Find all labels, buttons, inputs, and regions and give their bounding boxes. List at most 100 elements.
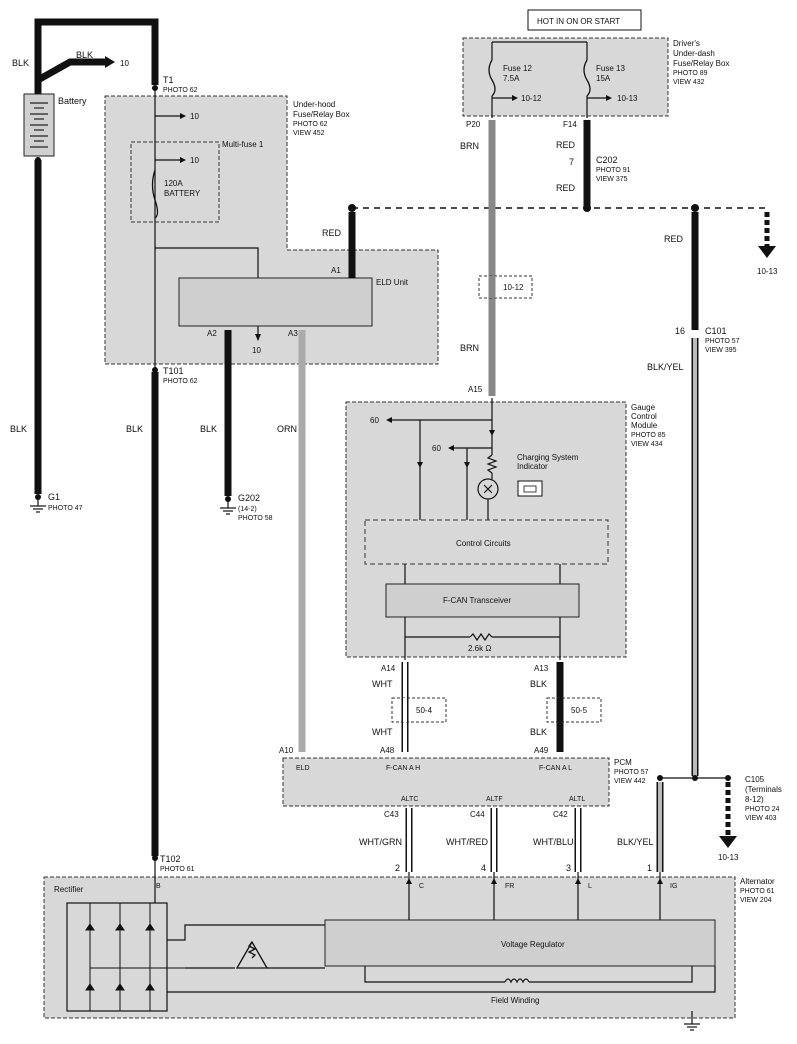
alternator-view: VIEW 204 [740, 897, 772, 904]
c202-connector: RED RED 7 C202 PHOTO 91 VIEW 375 [352, 120, 767, 212]
ground-g1-icon [30, 505, 46, 513]
pcm-pin-c44: C44 [470, 810, 485, 819]
wire-label-wht-red: WHT/RED [446, 837, 488, 847]
pcm-pin-c43: C43 [384, 810, 399, 819]
driver-fuse-box: HOT IN ON OR START Driver's Under-dash F… [462, 9, 729, 129]
pcm-photo: PHOTO 57 [614, 769, 649, 776]
pcm-pin-a49: A49 [534, 746, 549, 755]
fuse-12-name: Fuse 12 [503, 64, 532, 73]
terminal-t1-photo: PHOTO 62 [163, 87, 198, 94]
pcm-title: PCM [614, 758, 632, 767]
eld-pin-a1: A1 [331, 266, 341, 275]
fcan-transceiver-label: F-CAN Transceiver [443, 596, 511, 605]
wire-label-blk-t101: BLK [126, 424, 143, 434]
indicator-resistor-icon [486, 454, 498, 474]
pcm-altf: ALTF [486, 796, 503, 803]
control-circuits-label: Control Circuits [456, 539, 511, 548]
eld-unit: ELD Unit A1 A2 A3 RED BLK ORN BLK G202 (… [126, 204, 409, 856]
driver-box-title-4: PHOTO 89 [673, 70, 708, 77]
wire-label-red-c202-top: RED [556, 140, 576, 150]
indicator-label-2: Indicator [517, 462, 548, 471]
hot-label: HOT IN ON OR START [537, 17, 620, 26]
c101-name: C101 [705, 326, 727, 336]
c101-pin: 16 [675, 326, 685, 336]
c101-view: VIEW 395 [705, 347, 737, 354]
wire-label-brn-bottom: BRN [460, 343, 479, 353]
c101-photo: PHOTO 57 [705, 338, 740, 345]
pcm-altl: ALTL [569, 796, 585, 803]
ref-60-a: 60 [370, 416, 379, 425]
hot-label-box [527, 9, 642, 31]
gauge-title-2: Control [631, 412, 657, 421]
wire-label-wht-top: WHT [372, 679, 393, 689]
fcan-wires: WHT WHT 50-4 BLK BLK 50-5 [372, 662, 602, 752]
branch-page-ref: 10 [120, 59, 129, 68]
alternator-photo: PHOTO 61 [740, 888, 775, 895]
ground-g202-name: G202 [238, 493, 260, 503]
wire-label-blk-top: BLK [12, 58, 29, 68]
gauge-title-4: PHOTO 85 [631, 432, 666, 439]
fuse-12-ref: 10-12 [521, 94, 542, 103]
driver-box-title-2: Under-dash [673, 49, 715, 58]
alt-terminal-ig: IG [670, 883, 677, 890]
rectifier-diodes-icon [85, 903, 185, 1011]
alternator-ground-icon [684, 1023, 700, 1031]
battery-label: Battery [58, 96, 87, 106]
fuse-120a-name: BATTERY [164, 189, 201, 198]
control-circuits-box [364, 519, 609, 565]
fuse-13-ref: 10-13 [617, 94, 638, 103]
pcm-fcan-h: F-CAN A H [386, 765, 420, 772]
terminal-t1: T1 [163, 75, 174, 85]
gauge-title-3: Module [631, 421, 658, 430]
c202-pin: 7 [569, 157, 574, 167]
field-winding-label: Field Winding [491, 996, 539, 1005]
underhood-title-line3: PHOTO 62 [293, 121, 328, 128]
eld-title: ELD Unit [376, 278, 409, 287]
field-winding-icon [504, 978, 530, 984]
c105-ref: 10-13 [718, 853, 739, 862]
ref-10-a: 10 [190, 112, 199, 121]
fuse-120a-icon [151, 169, 159, 219]
gauge-title-5: VIEW 434 [631, 441, 663, 448]
brn-ref: 10-12 [503, 283, 524, 292]
c105-line1: C105 [745, 775, 765, 784]
wire-label-brn-top: BRN [460, 141, 479, 151]
underhood-fuse-box: T1 PHOTO 62 Under-hood Fuse/Relay Box PH… [104, 75, 439, 385]
pcm-pin-c42: C42 [553, 810, 568, 819]
resistor-2-6k-icon [469, 632, 493, 642]
brn-wire: BRN BRN 10-12 A15 [460, 120, 533, 396]
pcm-eld: ELD [296, 765, 310, 772]
wire-label-blk-yel-c101: BLK/YEL [647, 362, 684, 372]
c202-name: C202 [596, 155, 618, 165]
down-arrow-icon [758, 246, 776, 258]
alt-pin-1: 1 [647, 863, 652, 873]
eld-pin-a2: A2 [207, 329, 217, 338]
underhood-title-line4: VIEW 452 [293, 130, 325, 137]
c202-photo: PHOTO 91 [596, 167, 631, 174]
wire-label-red-right: RED [664, 234, 684, 244]
fuse-13-rating: 15A [596, 74, 611, 83]
battery-cells-icon [30, 102, 48, 148]
rectifier-box [66, 902, 168, 1012]
wire-label-orn: ORN [277, 424, 297, 434]
wire-label-wht-grn: WHT/GRN [359, 837, 402, 847]
alternator-title: Alternator [740, 877, 775, 886]
terminal-t101-photo: PHOTO 62 [163, 378, 198, 385]
pcm-pin-a10: A10 [279, 746, 294, 755]
wire-label-wht-bottom: WHT [372, 727, 393, 737]
ground-g202-sub: (14-2) [238, 506, 257, 513]
gauge-pin-a13: A13 [534, 664, 549, 673]
wire-label-blk-fcan-top: BLK [530, 679, 547, 689]
ref-60-b: 60 [432, 444, 441, 453]
pcm-fcan-l: F-CAN A L [539, 765, 572, 772]
multi-fuse-box [130, 141, 220, 223]
stator-winding-icon [235, 940, 269, 969]
rectifier-label: Rectifier [54, 885, 84, 894]
eld-pin-a3: A3 [288, 329, 298, 338]
battery-branch-cable [36, 58, 105, 84]
wire-label-wht-blu: WHT/BLU [533, 837, 574, 847]
pcm-view: VIEW 442 [614, 778, 646, 785]
underhood-title-line2: Fuse/Relay Box [293, 110, 349, 119]
c202-view: VIEW 375 [596, 176, 628, 183]
gauge-title-1: Gauge [631, 403, 656, 412]
